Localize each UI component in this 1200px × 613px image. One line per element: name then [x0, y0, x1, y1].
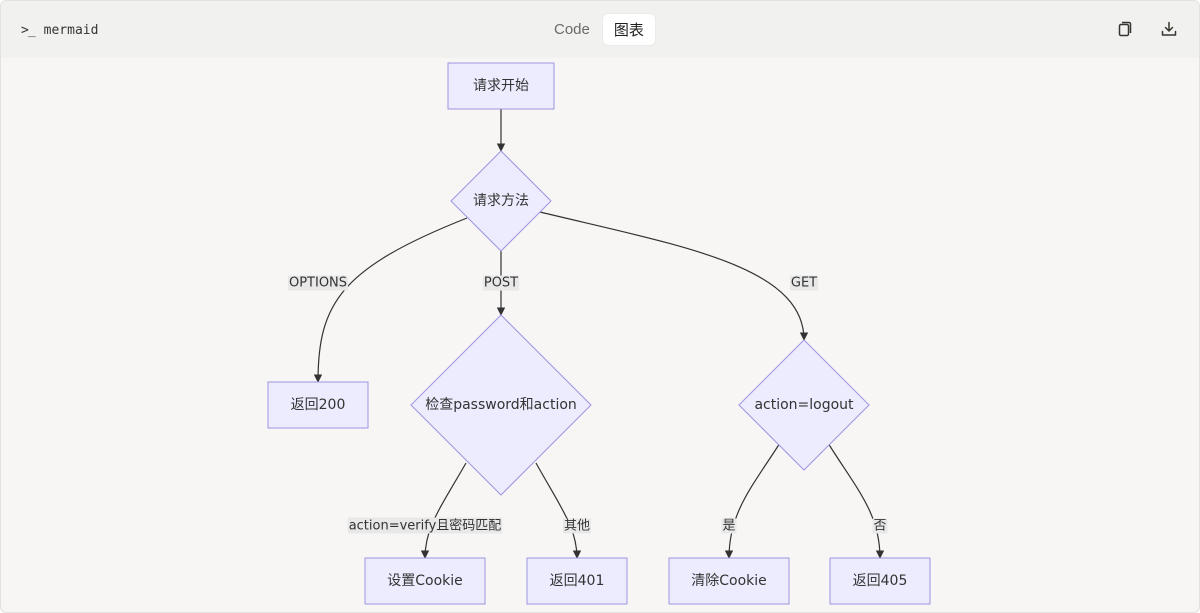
edge-label-text: 否 [873, 519, 886, 534]
copy-button[interactable] [1114, 18, 1136, 40]
node-label: 设置Cookie [387, 573, 463, 589]
process-shape [668, 557, 790, 605]
edge-label-bg [482, 275, 520, 291]
edge-label-bg [562, 518, 592, 534]
edge-label-text: POST [484, 276, 518, 291]
edge-label-logout-to-clearcookie: 是 [721, 518, 737, 534]
edge-label-text: OPTIONS [289, 276, 347, 291]
code-block-header: >_ mermaid Code 图表 [1, 1, 1199, 58]
edge-label-bg [287, 275, 349, 291]
edge-label-logout-to-r405: 否 [872, 518, 888, 534]
download-icon [1161, 21, 1177, 36]
node-label: 请求开始 [473, 78, 529, 94]
edge-label-method-to-r200: OPTIONS [287, 275, 349, 291]
edge-label-text: 其他 [564, 519, 590, 534]
decision-shape [738, 339, 870, 471]
tab-code[interactable]: Code [554, 21, 590, 38]
process-shape [526, 557, 628, 605]
node-r405: 返回405 [829, 557, 931, 605]
node-method: 请求方法 [450, 150, 552, 252]
download-button[interactable] [1158, 18, 1180, 40]
node-check: 检查password和action [410, 314, 592, 496]
edge-label-bg [721, 518, 737, 534]
edge-logout-to-clearcookie [724, 442, 781, 559]
edge-label-text: 是 [722, 519, 735, 534]
edge-check-to-setcookie [420, 462, 467, 559]
language-label: mermaid [43, 22, 99, 38]
node-label: 返回200 [291, 397, 346, 413]
edge-label-check-to-setcookie: action=verify且密码匹配 [347, 517, 503, 534]
node-r200: 返回200 [267, 381, 369, 429]
tab-diagram[interactable]: 图表 [602, 14, 655, 45]
node-r401: 返回401 [526, 557, 628, 605]
language-indicator: >_ mermaid [21, 20, 98, 40]
view-tabs: Code 图表 [543, 14, 655, 45]
diagram-canvas: 请求开始请求方法返回200 检查password和action action=log… [1, 58, 1199, 612]
decision-shape [450, 150, 552, 252]
process-shape [829, 557, 931, 605]
node-label: 请求方法 [473, 193, 529, 209]
edge-label-check-to-r401: 其他 [562, 518, 592, 534]
process-shape [447, 62, 555, 110]
node-label: 检查password和action [425, 397, 577, 413]
edge-label-method-to-check: POST [482, 275, 520, 291]
edge-label-bg [347, 517, 503, 534]
node-start: 请求开始 [447, 62, 555, 110]
decision-shape [410, 314, 592, 496]
copy-icon [1118, 21, 1132, 37]
terminal-prompt-icon: >_ [21, 22, 36, 38]
node-label: 清除Cookie [691, 573, 767, 589]
edge-logout-to-r405 [827, 442, 885, 559]
edge-label-text: GET [791, 276, 817, 291]
edge-label-bg [789, 275, 819, 291]
edge-check-to-r401 [535, 462, 582, 559]
edge-label-method-to-logout: GET [789, 275, 819, 291]
node-label: action=logout [754, 397, 854, 413]
edge-label-text: action=verify且密码匹配 [349, 518, 502, 534]
node-label: 返回405 [853, 573, 908, 589]
edge-label-bg [872, 518, 888, 534]
node-logout: action=logout [738, 339, 870, 471]
node-clearcookie: 清除Cookie [668, 557, 790, 605]
edge-method-to-logout [539, 211, 809, 341]
node-label: 返回401 [550, 573, 605, 589]
process-shape [267, 381, 369, 429]
node-setcookie: 设置Cookie [364, 557, 486, 605]
edge-method-to-r200 [313, 217, 468, 383]
process-shape [364, 557, 486, 605]
